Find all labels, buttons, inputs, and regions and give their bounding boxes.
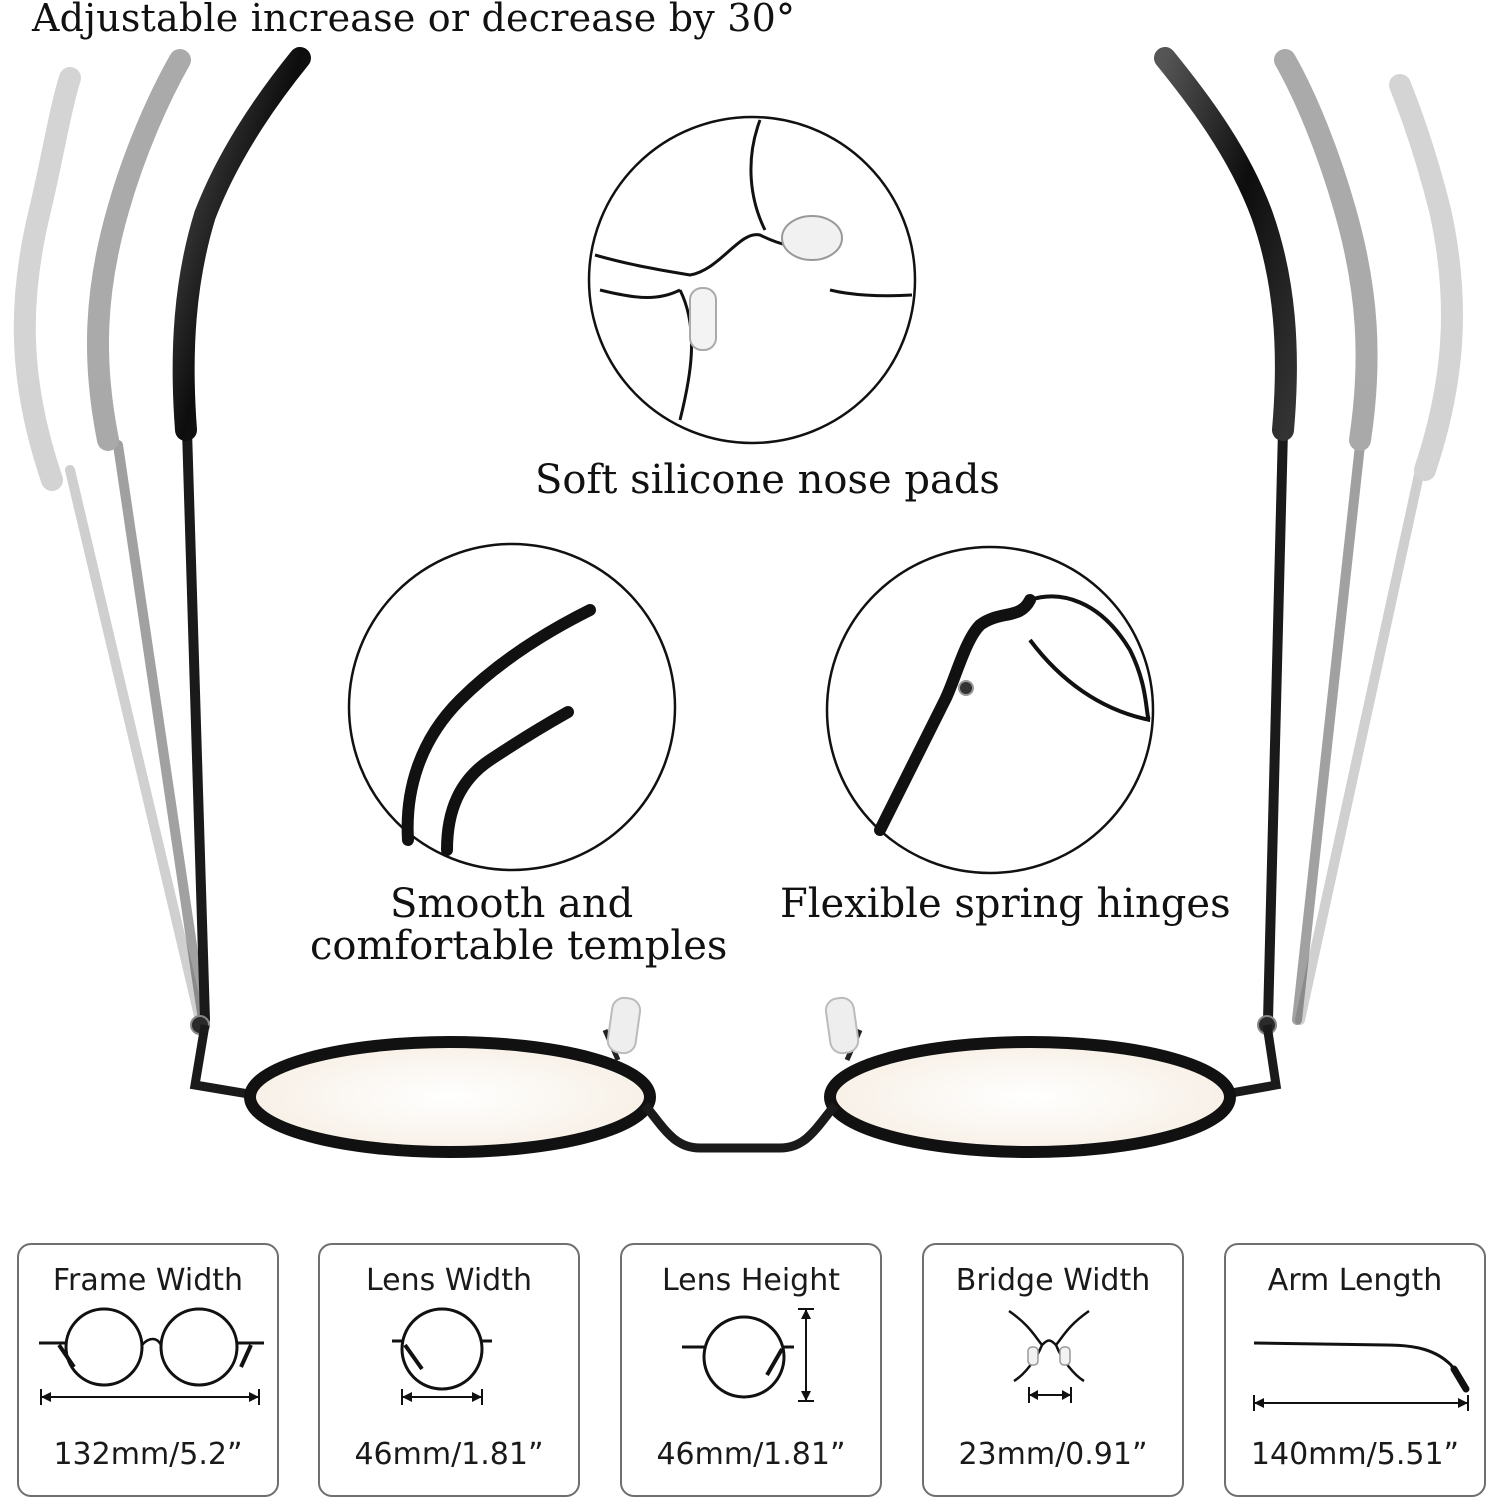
left-temple [172, 47, 311, 1035]
spec-value: 132mm/5.2” [53, 1437, 243, 1472]
nose-pad-left [602, 996, 642, 1061]
frame-width-icon [39, 1307, 264, 1405]
right-temple-ghost-far [1295, 74, 1463, 1025]
left-lens [244, 1036, 656, 1158]
spec-card-frame-width: Frame Width 132mm/5.2” [17, 1243, 279, 1497]
hinges-detail-circle [825, 545, 1155, 875]
temples-detail-circle [347, 542, 677, 872]
spec-value: 140mm/5.51” [1250, 1437, 1460, 1472]
spec-title: Lens Height [662, 1263, 840, 1298]
right-lens [824, 1036, 1236, 1158]
lens-width-icon [392, 1307, 492, 1405]
nose-pad-detail-circle [587, 115, 917, 445]
temples-label-line2: comfortable temples [310, 923, 728, 969]
spec-value: 46mm/1.81” [354, 1437, 544, 1472]
spec-card-bridge-width: Bridge Width 23mm/0.91” [922, 1243, 1184, 1497]
glasses-front [189, 996, 1282, 1158]
left-temple-ghost-mid [86, 49, 208, 1025]
spec-title: Lens Width [366, 1263, 532, 1298]
spec-card-lens-width: Lens Width 46mm/1.81” [318, 1243, 580, 1497]
spec-title: Bridge Width [955, 1263, 1151, 1298]
arm-length-icon [1253, 1341, 1470, 1411]
spec-card-lens-height: Lens Height 46mm/1.81” [620, 1243, 882, 1497]
lens-height-icon [682, 1308, 814, 1402]
spec-card-arm-length: Arm Length 140mm/5.51” [1224, 1243, 1486, 1497]
headline: Adjustable increase or decrease by 30° [32, 0, 796, 40]
spec-value: 23mm/0.91” [958, 1437, 1148, 1472]
bridge-width-icon [1008, 1309, 1090, 1403]
nose-pad-right [824, 996, 863, 1061]
nose-pads-label: Soft silicone nose pads [535, 457, 1000, 503]
spec-title: Frame Width [52, 1263, 244, 1298]
bridge [641, 1102, 839, 1153]
left-temple-ghost-far [13, 67, 205, 1025]
temples-label-line1: Smooth and [390, 881, 634, 927]
spec-title: Arm Length [1267, 1263, 1443, 1298]
right-temple-ghost-mid [1274, 49, 1378, 1025]
glasses-illustration [13, 47, 1463, 1158]
spec-value: 46mm/1.81” [656, 1437, 846, 1472]
hinges-label: Flexible spring hinges [780, 881, 1231, 927]
